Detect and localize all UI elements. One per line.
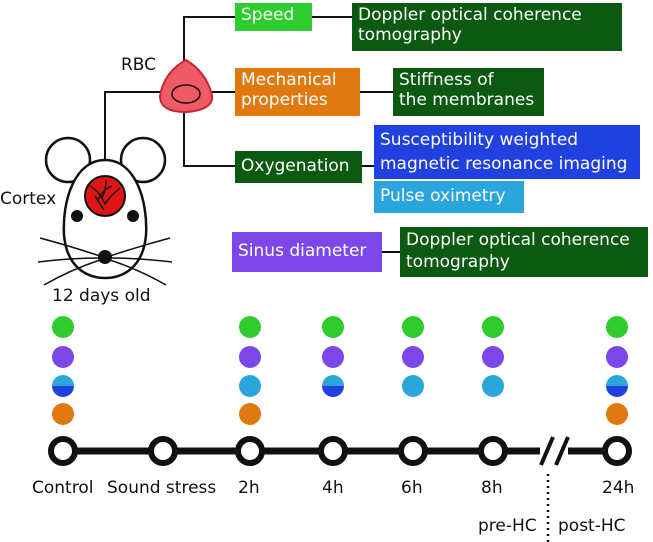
timeline-node-3 [318, 436, 348, 466]
stiffness-method-box: Stiffness of the membranes [393, 68, 544, 116]
timeline-label-4h: 4h [322, 478, 344, 498]
marker-speed [52, 316, 74, 338]
timeline-node-2 [235, 436, 265, 466]
sinus-method-box: Doppler optical coherence tomography [400, 227, 648, 277]
connector-lines [104, 16, 400, 253]
marker-swi-half [606, 386, 628, 397]
rbc-label: RBC [121, 55, 157, 75]
measurement-markers [52, 316, 628, 425]
post-hc-label: post-HC [558, 516, 626, 536]
marker-sinus-diameter [606, 346, 628, 368]
timeline-label-control: Control [32, 478, 94, 498]
pulse-oximetry-box: Pulse oximetry [374, 181, 524, 213]
marker-mechanical [606, 403, 628, 425]
marker-pulse-oximetry-half [322, 375, 344, 386]
timeline-label-24h: 24h [602, 478, 635, 498]
brain-cortex-icon [84, 175, 126, 217]
marker-pulse-oximetry-half [606, 375, 628, 386]
axis-break-mark [539, 436, 555, 466]
marker-speed [239, 316, 261, 338]
marker-speed [606, 316, 628, 338]
marker-pulse-oximetry [482, 375, 504, 397]
sinus-diameter-box: Sinus diameter [232, 232, 382, 272]
marker-speed [402, 316, 424, 338]
cortex-label: Cortex [0, 189, 57, 209]
swi-method-box: Susceptibility weighted magnetic resonan… [374, 125, 640, 179]
timeline [48, 436, 632, 542]
timeline-node-4 [398, 436, 428, 466]
marker-mechanical [239, 403, 261, 425]
marker-sinus-diameter [322, 346, 344, 368]
pre-hc-label: pre-HC [478, 516, 537, 536]
marker-speed [322, 316, 344, 338]
rbc-icon [158, 58, 214, 114]
marker-swi-half [322, 386, 344, 397]
speed-method-box: Doppler optical coherence tomography [352, 3, 622, 51]
mouse-icon [44, 136, 167, 280]
timeline-label-6h: 6h [401, 478, 423, 498]
marker-pulse-oximetry [402, 375, 424, 397]
marker-sinus-diameter [402, 346, 424, 368]
timeline-label-sound-stress: Sound stress [107, 478, 217, 498]
marker-sinus-diameter [239, 346, 261, 368]
speed-box: Speed [235, 3, 312, 31]
marker-sinus-diameter [52, 346, 74, 368]
marker-speed [482, 316, 504, 338]
marker-sinus-diameter [482, 346, 504, 368]
marker-mechanical [52, 403, 74, 425]
timeline-node-0 [48, 436, 78, 466]
marker-pulse-oximetry-half [52, 375, 74, 386]
marker-swi-half [52, 386, 74, 397]
mouse-features [37, 210, 173, 286]
timeline-node-5 [478, 436, 508, 466]
age-label: 12 days old [52, 286, 151, 306]
timeline-label-8h: 8h [481, 478, 503, 498]
timeline-node-1 [148, 436, 178, 466]
mechanical-properties-box: Mechanical properties [235, 68, 360, 116]
timeline-label-2h: 2h [238, 478, 260, 498]
oxygenation-box: Oxygenation [235, 151, 362, 183]
timeline-node-6 [602, 436, 632, 466]
axis-break-mark [554, 436, 570, 466]
marker-pulse-oximetry [239, 375, 261, 397]
